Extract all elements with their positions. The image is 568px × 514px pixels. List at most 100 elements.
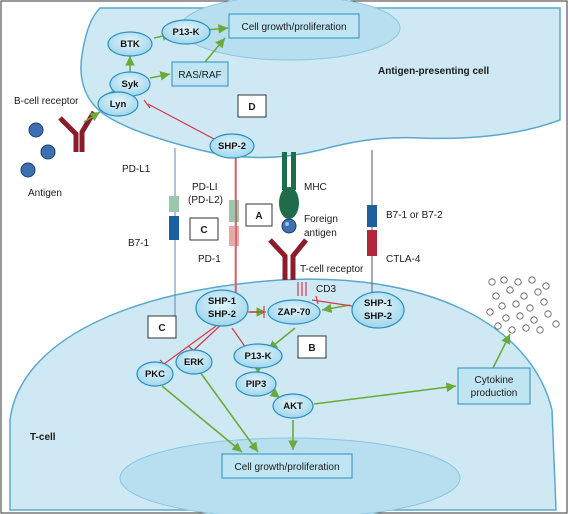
label-foreign-1: Foreign <box>304 214 338 225</box>
node-btk: BTK <box>107 31 153 57</box>
svg-text:PIP3: PIP3 <box>246 379 267 390</box>
label-cd3: CD3 <box>316 284 336 295</box>
antigen-particles-icon <box>20 122 56 178</box>
pd1-segment <box>229 226 239 246</box>
box-cytokine: Cytokine production <box>457 367 531 405</box>
cytokine-dot <box>488 278 496 286</box>
cytokine-dot <box>552 320 560 328</box>
label-antigen: Antigen <box>28 188 62 199</box>
box-growth-bottom: Cell growth/proliferation <box>221 453 353 479</box>
rasraf-label: RAS/RAF <box>178 70 221 81</box>
box-growth-top: Cell growth/proliferation <box>228 13 360 39</box>
svg-text:P13-K: P13-K <box>245 351 272 362</box>
label-pdli-1: PD-LI <box>192 182 218 193</box>
svg-text:PKC: PKC <box>145 369 165 380</box>
cytokine-dot <box>506 286 514 294</box>
node-shp-left: SHP-1 SHP-2 <box>195 289 249 327</box>
label-pd1: PD-1 <box>198 254 221 265</box>
growth-bottom-label: Cell growth/proliferation <box>234 462 339 473</box>
cytokine-particles-icon <box>486 276 560 334</box>
growth-top-label: Cell growth/proliferation <box>241 22 346 33</box>
cytokine-dot <box>522 324 530 332</box>
label-ctla4: CTLA-4 <box>386 254 421 265</box>
svg-text:SHP-2: SHP-2 <box>208 309 236 320</box>
box-letter-b: B <box>297 335 327 359</box>
svg-text:SHP-2: SHP-2 <box>218 141 246 152</box>
cytokine-dot <box>508 326 516 334</box>
label-tcell: T-cell <box>30 432 56 443</box>
label-pdli-2: (PD-L2) <box>188 195 223 206</box>
cytokine-dot <box>502 314 510 322</box>
node-pip3: PIP3 <box>235 371 277 397</box>
mhc-receptor <box>279 152 299 219</box>
cytokine-dot <box>492 292 500 300</box>
label-mhc: MHC <box>304 182 327 193</box>
cytokine-dot <box>520 292 528 300</box>
svg-text:ERK: ERK <box>184 357 204 368</box>
cytokine-dot <box>528 276 536 284</box>
svg-text:SHP-2: SHP-2 <box>364 311 392 322</box>
cytokine-label-2: production <box>471 388 518 399</box>
label-foreign-2: antigen <box>304 228 337 239</box>
node-erk: ERK <box>175 349 213 375</box>
cytokine-dot <box>540 298 548 306</box>
pdl1-segment <box>169 196 179 212</box>
svg-text:AKT: AKT <box>283 401 303 412</box>
cytokine-dot <box>542 282 550 290</box>
cytokine-dot <box>498 302 506 310</box>
t-cell-receptor-icon <box>268 238 308 280</box>
label-bcr: B-cell receptor <box>14 96 79 107</box>
svg-text:B: B <box>308 343 315 354</box>
label-b7-1: B7-1 <box>128 238 150 249</box>
cytokine-dot <box>536 326 544 334</box>
svg-text:C: C <box>158 323 165 334</box>
svg-text:ZAP-70: ZAP-70 <box>278 307 311 318</box>
node-p13k-top: P13-K <box>161 19 211 45</box>
svg-text:Lyn: Lyn <box>110 99 127 110</box>
cytokine-dot <box>516 312 524 320</box>
label-b7-12: B7-1 or B7-2 <box>386 210 443 221</box>
label-pdl1: PD-L1 <box>122 164 151 175</box>
label-apc: Antigen-presenting cell <box>378 66 489 77</box>
svg-text:Syk: Syk <box>122 79 140 90</box>
node-shp2-top: SHP-2 <box>209 133 255 159</box>
cytokine-dot <box>514 278 522 286</box>
box-letter-a: A <box>245 203 273 227</box>
cytokine-dot <box>486 308 494 316</box>
cytokine-dot <box>500 276 508 284</box>
node-akt: AKT <box>272 393 314 419</box>
cytokine-dot <box>530 316 538 324</box>
svg-text:SHP-1: SHP-1 <box>364 298 393 309</box>
foreign-antigen-icon <box>281 218 297 234</box>
svg-text:D: D <box>248 102 255 113</box>
ctla4-segment <box>367 230 377 256</box>
inhibition-lines <box>143 99 353 369</box>
cytokine-dot <box>526 304 534 312</box>
pdli-segment <box>229 200 239 222</box>
node-zap70: ZAP-70 <box>267 299 321 325</box>
svg-text:P13-K: P13-K <box>173 27 200 38</box>
svg-text:SHP-1: SHP-1 <box>208 296 237 307</box>
node-p13k-bottom: P13-K <box>233 343 283 369</box>
svg-text:A: A <box>255 211 262 222</box>
node-pkc: PKC <box>136 361 174 387</box>
box-letter-c-lower: C <box>147 315 177 339</box>
cytokine-dot <box>512 300 520 308</box>
cytokine-label-1: Cytokine <box>475 375 514 386</box>
svg-text:C: C <box>200 225 207 236</box>
svg-text:BTK: BTK <box>120 39 140 50</box>
node-shp-right: SHP-1 SHP-2 <box>351 291 405 329</box>
cytokine-dot <box>534 288 542 296</box>
box-rasraf: RAS/RAF <box>171 61 229 87</box>
box-letter-d: D <box>237 94 267 118</box>
cytokine-dot <box>494 322 502 330</box>
cytokine-dot <box>544 310 552 318</box>
box-letter-c-upper: C <box>189 217 219 241</box>
b7-12-segment <box>367 205 377 227</box>
node-lyn: Lyn <box>97 91 139 117</box>
cd3-complex <box>297 282 307 296</box>
b7-1-segment <box>169 216 179 240</box>
label-tcr: T-cell receptor <box>300 264 364 275</box>
